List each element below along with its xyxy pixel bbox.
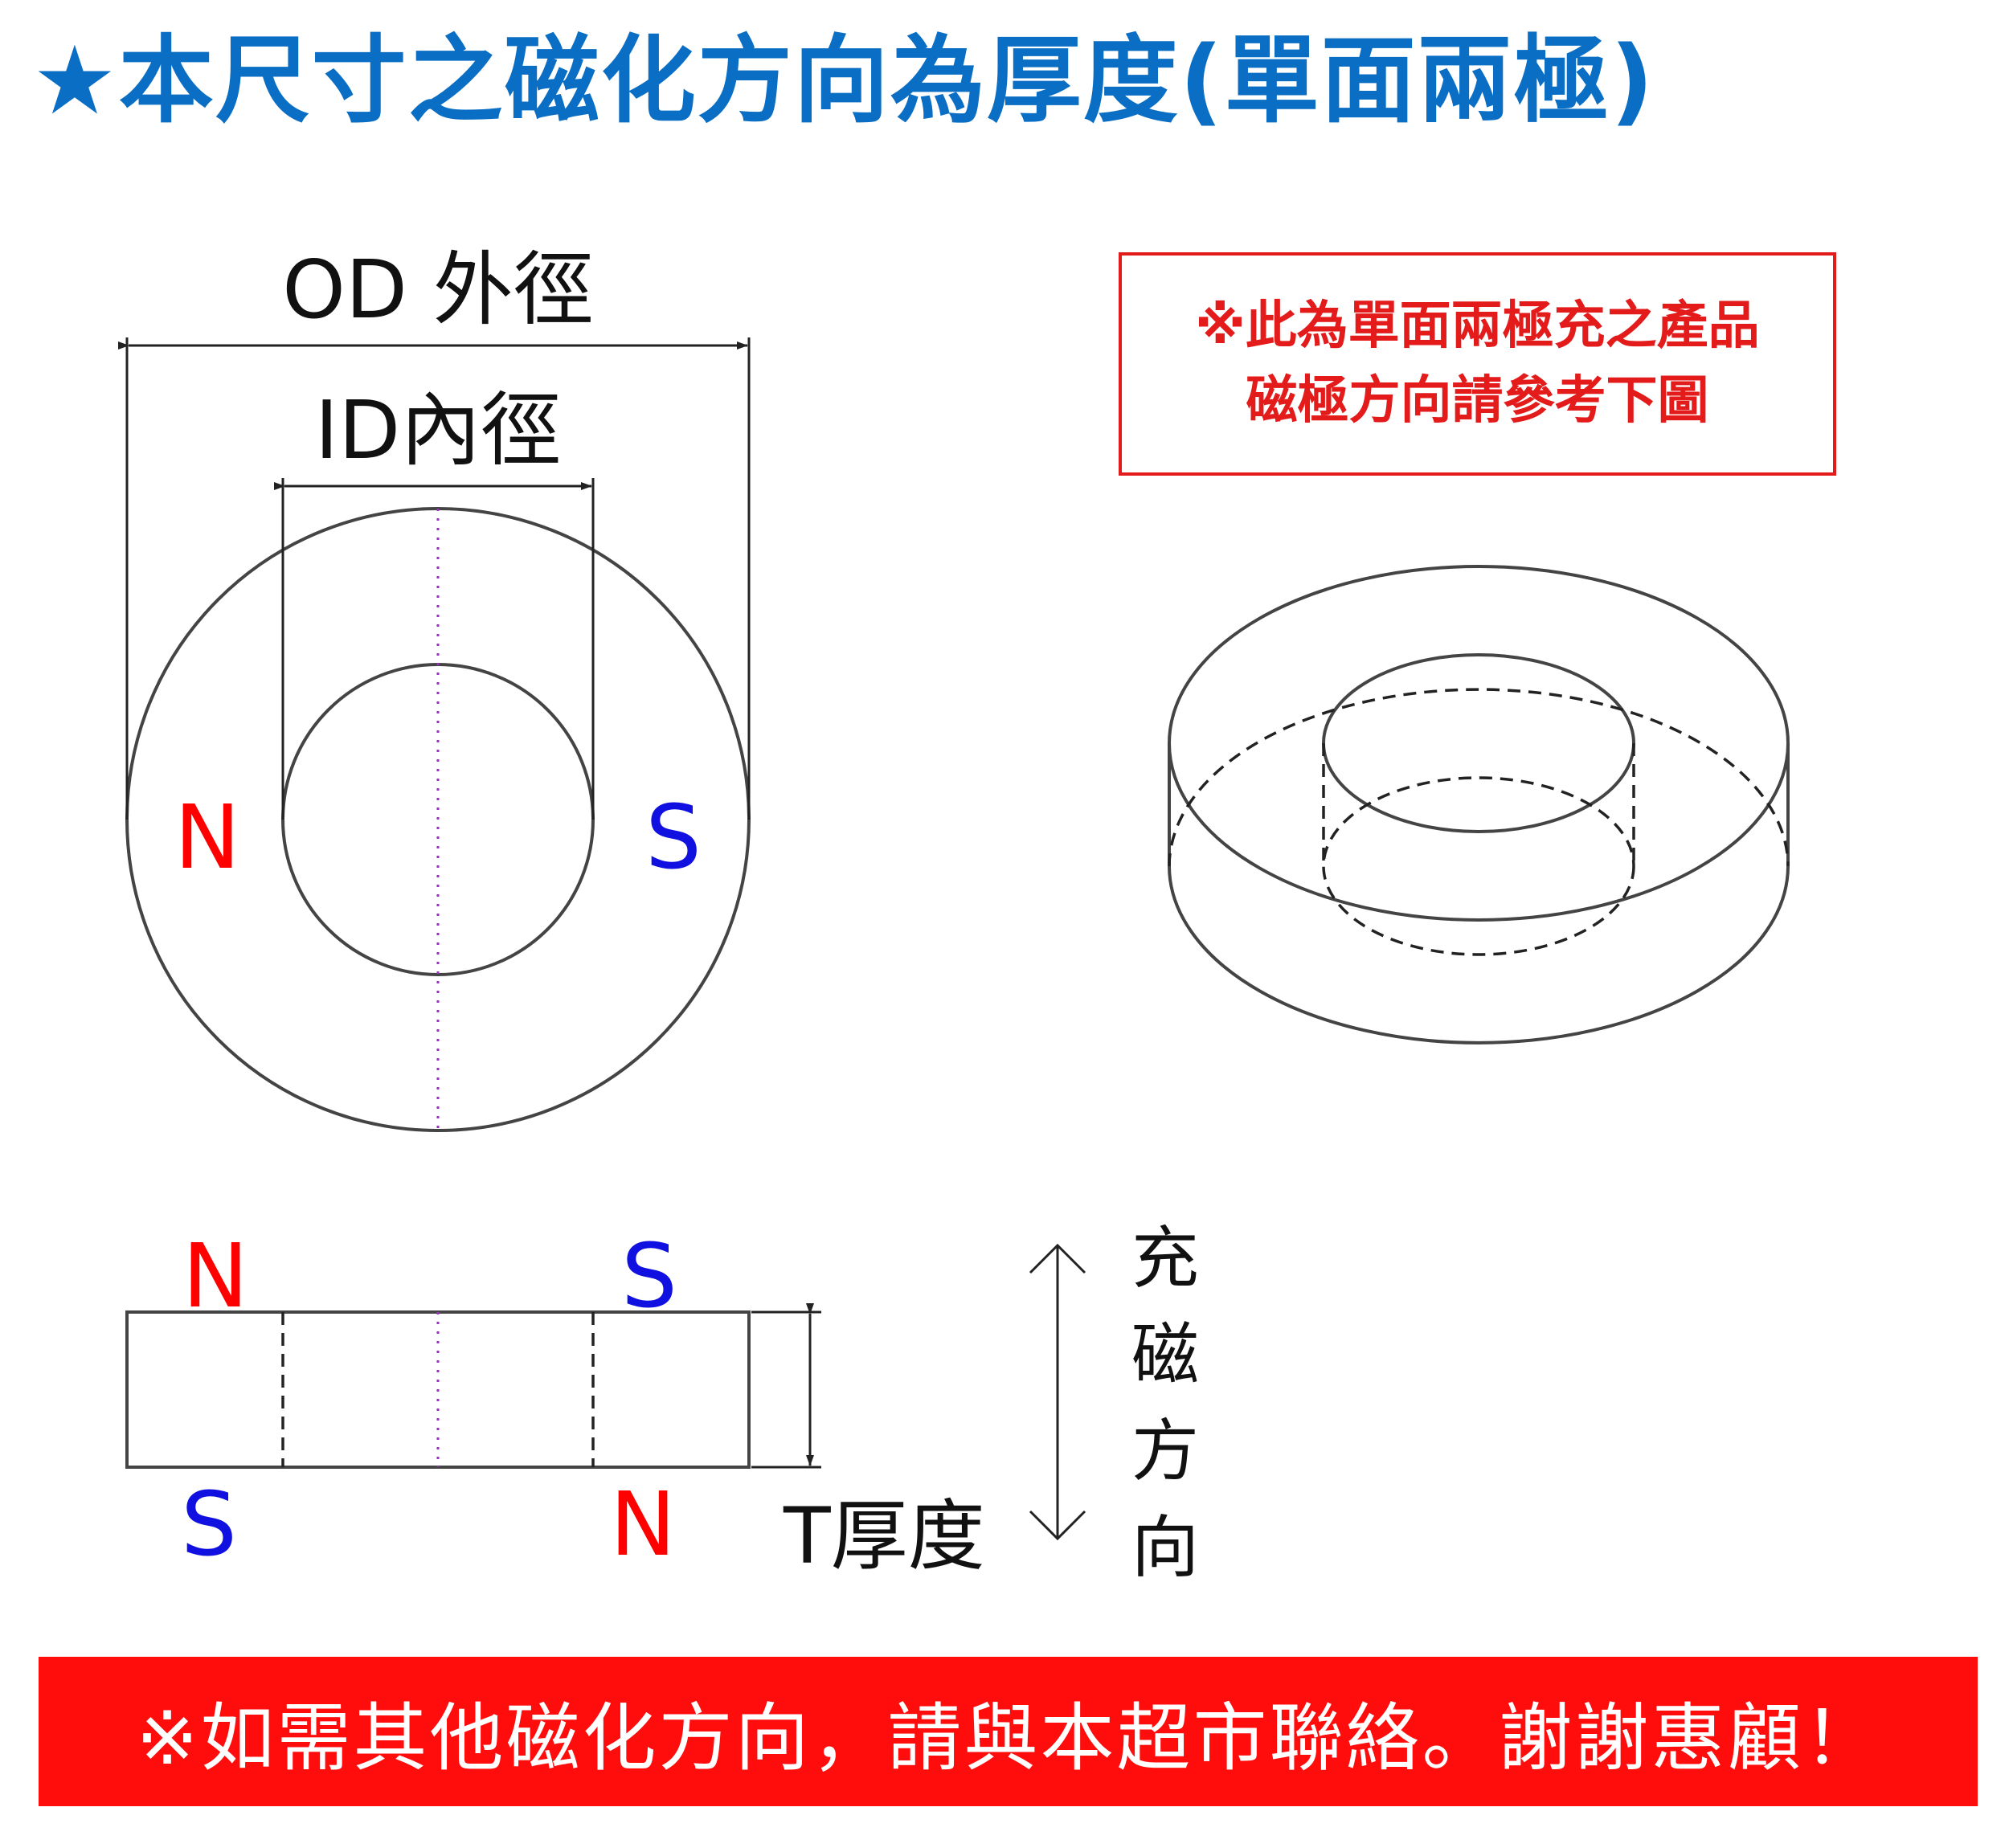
direction-char-4: 向: [1131, 1508, 1199, 1587]
footer-banner: ※如需其他磁化方向，請與本超市聯絡。謝謝惠顧！: [39, 1657, 1978, 1806]
pole-south-top-view: S: [645, 786, 702, 889]
direction-char-3: 方: [1131, 1412, 1199, 1490]
note-line-1: ※此為單面兩極充之產品: [1195, 296, 1760, 357]
page-title: ★本尺寸之磁化方向為厚度(單面兩極): [32, 25, 1655, 136]
iso-top-outer: [1168, 565, 1790, 922]
direction-char-1: 充: [1131, 1219, 1199, 1298]
direction-char-2: 磁: [1131, 1315, 1199, 1394]
iso-bottom-outer-front: [1168, 865, 1790, 1045]
pole-north-top-view: N: [174, 786, 240, 889]
pole-north-side-top: N: [182, 1225, 248, 1327]
note-box: ※此為單面兩極充之產品 磁極方向請參考下圖: [1119, 252, 1836, 476]
id-label: ID內徑: [315, 383, 562, 477]
iso-top-inner: [1322, 653, 1635, 833]
magnetization-arrow: [1029, 1243, 1086, 1541]
iso-bottom-outer-back: [1168, 688, 1790, 867]
note-line-2: 磁極方向請參考下圖: [1246, 371, 1709, 431]
thickness-label: T厚度: [783, 1491, 985, 1581]
ring-isometric-view: [1168, 565, 1790, 1045]
iso-hidden-lines: [1168, 688, 1790, 956]
iso-bottom-inner: [1322, 776, 1635, 956]
pole-south-side-top: S: [621, 1225, 677, 1327]
pole-north-side-bottom: N: [610, 1473, 676, 1576]
od-label: OD 外徑: [282, 243, 594, 337]
pole-south-side-bottom: S: [181, 1473, 237, 1576]
